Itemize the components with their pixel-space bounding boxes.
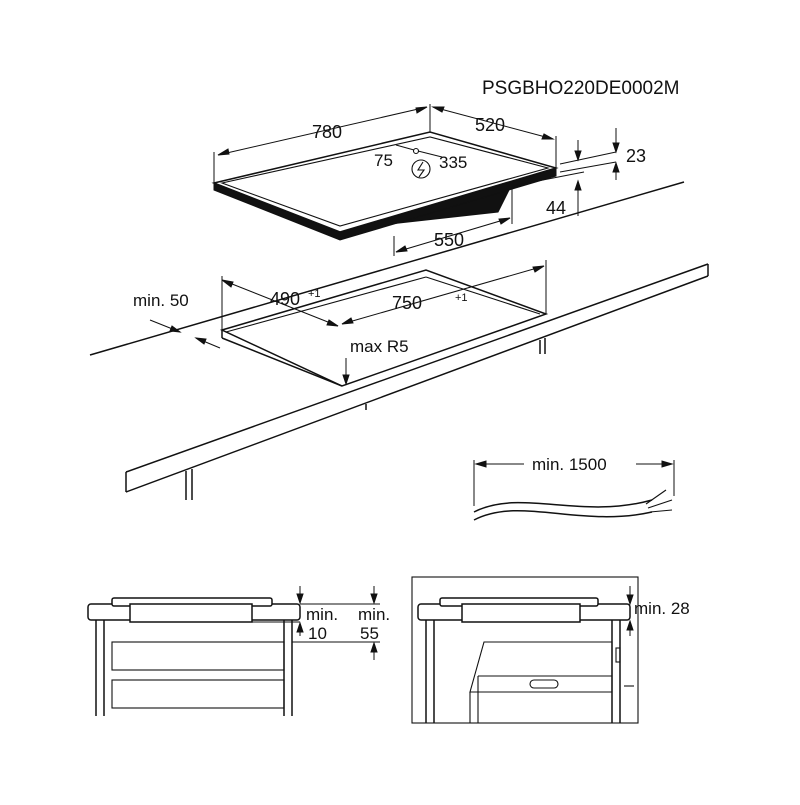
hob-depth-label: 520 — [475, 115, 505, 135]
cable-upper-line — [473, 499, 653, 513]
min-front-distance-label: min. 50 — [133, 291, 189, 310]
corner-radius-label: max R5 — [350, 337, 409, 356]
drawer-front-2 — [111, 679, 285, 709]
hob-width-label: 780 — [312, 122, 342, 142]
body-width-label: 550 — [434, 230, 464, 250]
dim-cutout-width: 750 +1 — [341, 260, 547, 325]
corner-radius-note: max R5 — [342, 337, 409, 386]
drawer-hob-body — [129, 603, 253, 623]
cable-from-left-label: 75 — [374, 151, 393, 170]
dim-body-width: 550 — [393, 188, 513, 256]
cable-from-right-label: 335 — [439, 153, 467, 172]
cable-lower-line — [473, 509, 653, 521]
cutout-width-label: 750 — [392, 293, 422, 313]
hob-drawing — [211, 131, 559, 241]
drawer-min-a-line2: 10 — [308, 624, 327, 643]
cutout-outline — [219, 269, 549, 387]
dim-cable-position: 75 335 — [374, 144, 467, 172]
body-height-label: 44 — [546, 198, 566, 218]
oven-top — [469, 641, 613, 693]
drawer-detail: min. 10 min. 55 — [87, 586, 390, 716]
drawer-min-b-line2: 55 — [360, 624, 379, 643]
model-code: PSGBHO220DE0002M — [482, 78, 680, 99]
dim-cutout-depth: 490 +1 — [221, 276, 339, 330]
dim-hob-width: 780 — [213, 104, 431, 183]
cable-drawing: min. 1500 — [473, 455, 675, 521]
cutout-width-tolerance: +1 — [455, 292, 468, 304]
dim-min-front: min. 50 — [133, 291, 221, 349]
oven-detail-frame — [411, 576, 639, 724]
oven-hinge — [615, 647, 621, 663]
lightning-icon — [417, 161, 426, 178]
hob-thickness-label: 23 — [626, 146, 646, 166]
cutout — [219, 269, 549, 387]
oven-detail: min. 28 — [411, 576, 690, 724]
dim-hob-depth: 520 — [431, 106, 557, 168]
cable-length-label: min. 1500 — [532, 455, 607, 474]
dim-thickness: 23 — [559, 128, 646, 180]
dim-body-height: 44 — [511, 171, 585, 218]
oven-handle — [529, 679, 559, 689]
oven-clearance-label: min. 28 — [634, 599, 690, 618]
power-connection-icon — [411, 159, 431, 179]
cutout-depth-tolerance: +1 — [308, 288, 321, 300]
drawer-min-b-line1: min. — [358, 605, 390, 624]
oven-hob-body — [461, 603, 581, 623]
cutout-depth-label: 490 — [270, 289, 300, 309]
hob-glass-inner — [220, 136, 551, 227]
drawer-front-1 — [111, 641, 285, 671]
worktop — [89, 181, 709, 500]
drawer-min-a-line1: min. — [306, 605, 338, 624]
